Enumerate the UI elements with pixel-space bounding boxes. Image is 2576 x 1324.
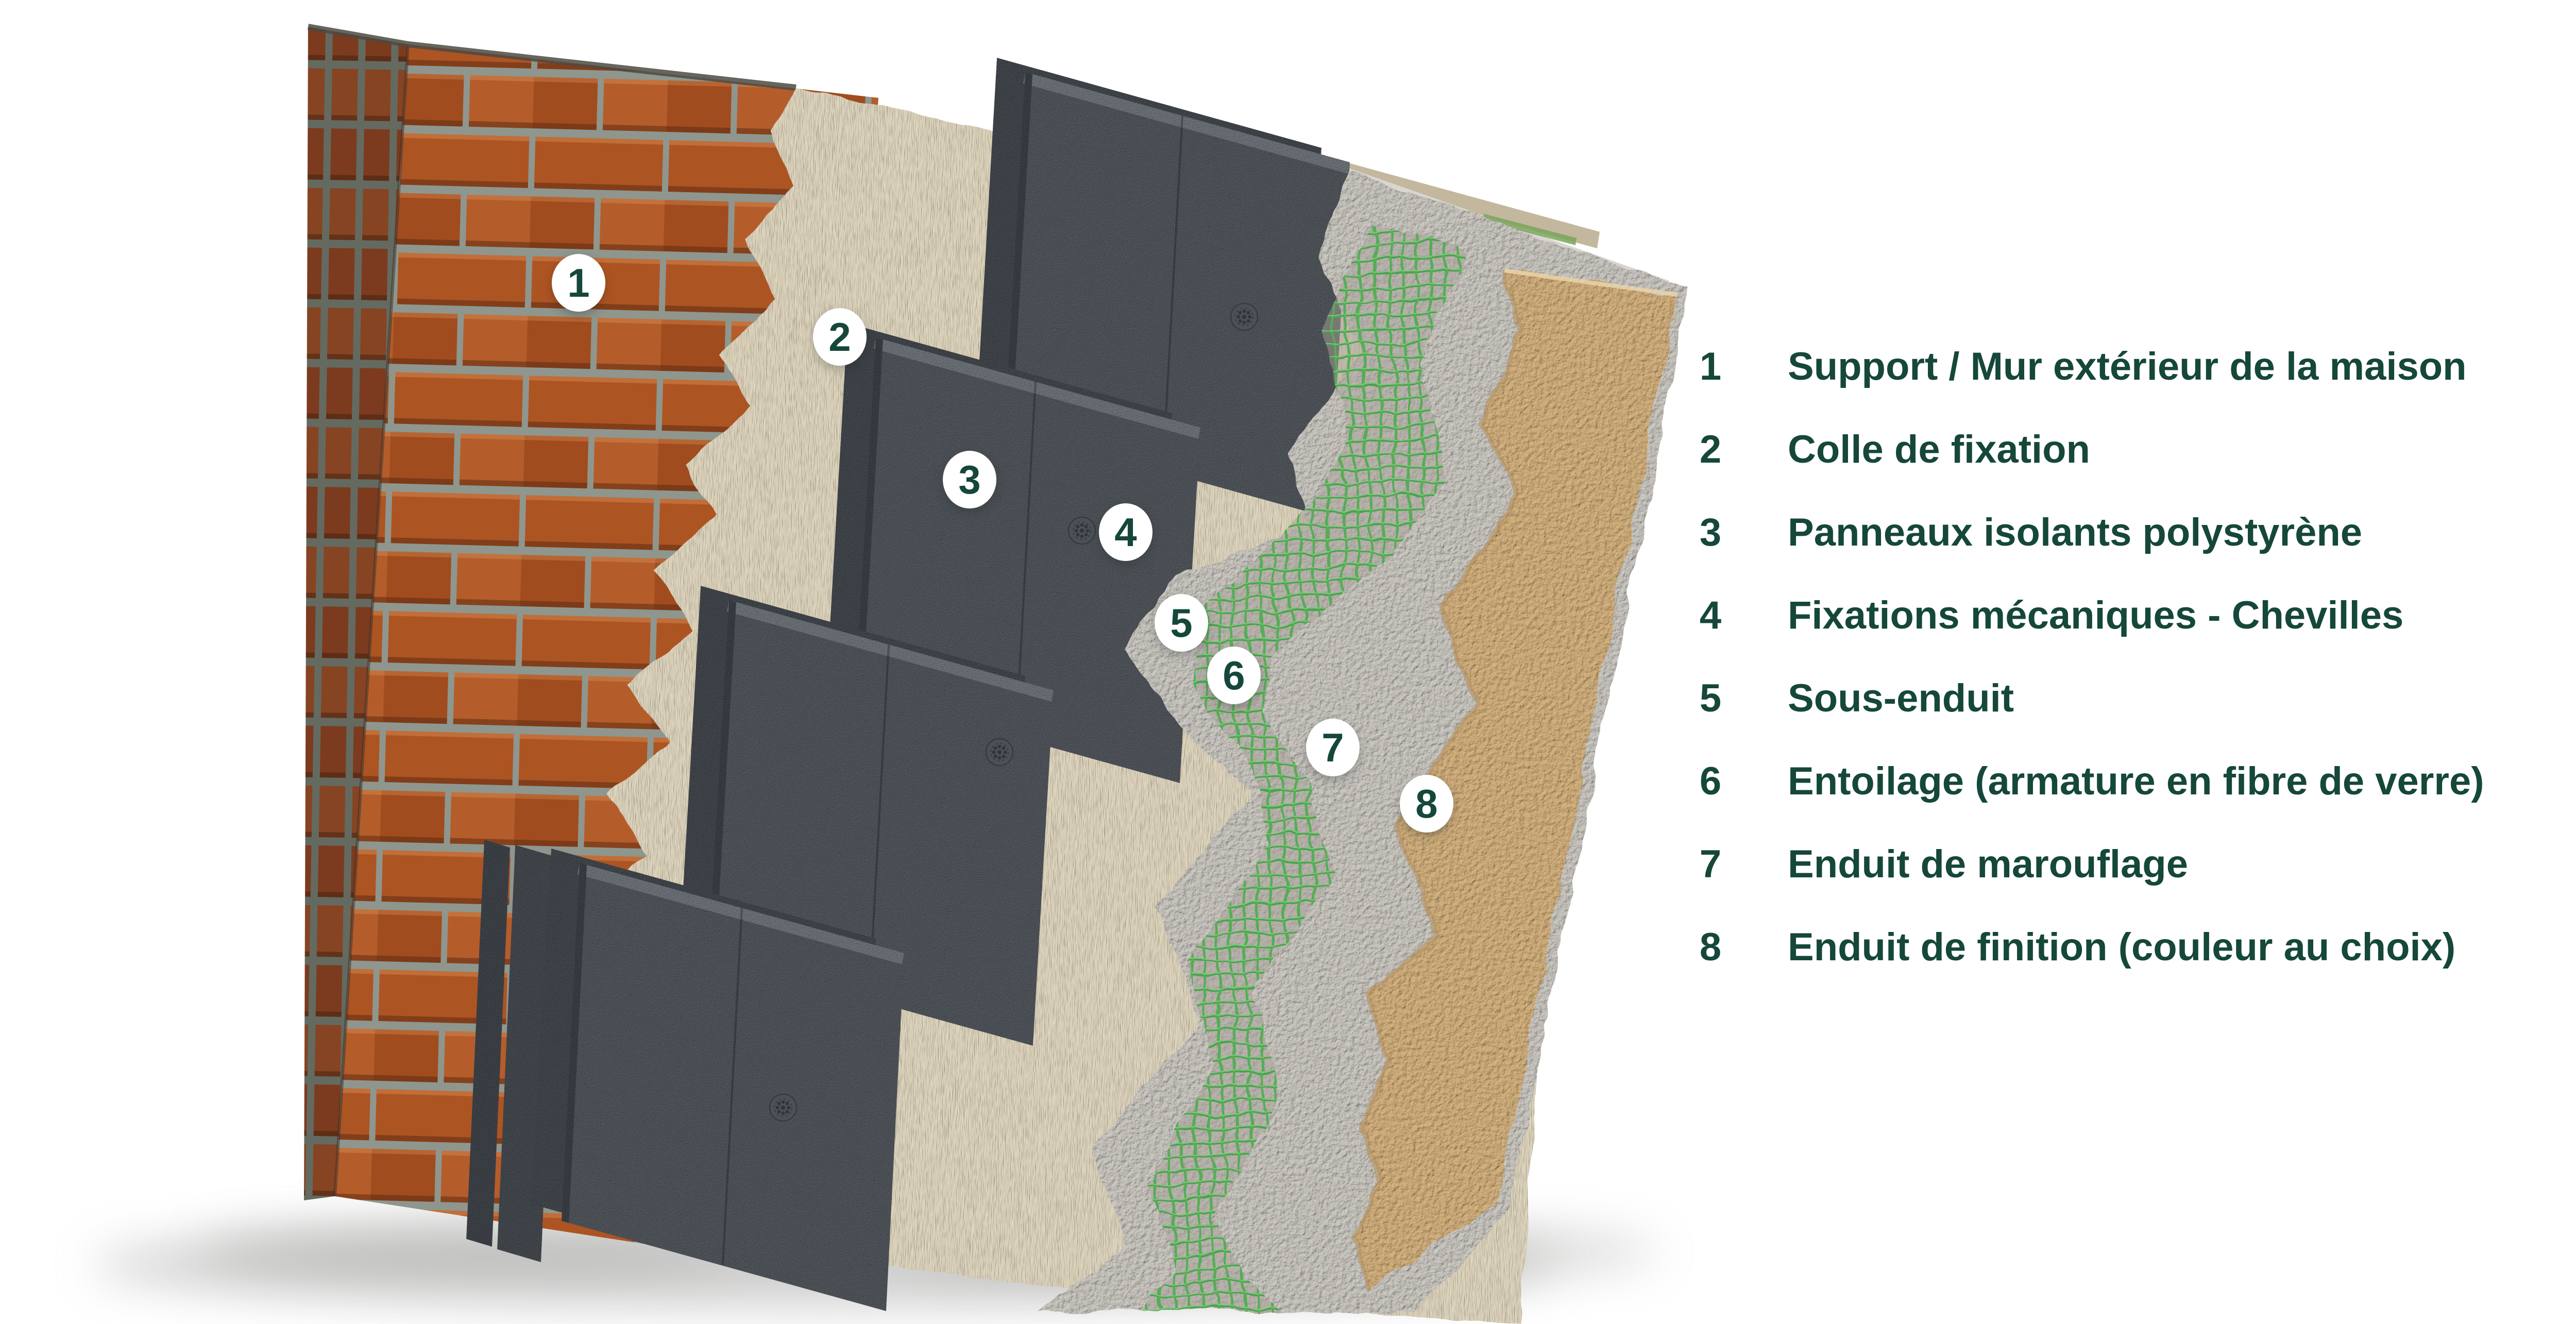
legend: 1 Support / Mur extérieur de la maison 2…	[1672, 325, 2568, 989]
legend-row: 4 Fixations mécaniques - Chevilles	[1672, 574, 2568, 657]
legend-row: 7 Enduit de marouflage	[1672, 823, 2568, 906]
legend-item-label: Support / Mur extérieur de la maison	[1788, 344, 2467, 388]
legend-item-number: 8	[1699, 925, 1722, 969]
legend-item-label: Entoilage (armature en fibre de verre)	[1788, 759, 2484, 803]
legend-item-number: 3	[1699, 510, 1722, 554]
cheville-fixing-icon	[985, 738, 1014, 767]
legend-item-label: Panneaux isolants polystyrène	[1788, 510, 2363, 554]
legend-row: 5 Sous-enduit	[1672, 657, 2568, 740]
legend-item-label: Enduit de finition (couleur au choix)	[1788, 925, 2456, 969]
legend-row: 6 Entoilage (armature en fibre de verre)	[1672, 740, 2568, 823]
legend-item-number: 1	[1699, 344, 1722, 388]
legend-row: 2 Colle de fixation	[1672, 408, 2568, 491]
legend-item-number: 2	[1699, 427, 1722, 471]
legend-row: 3 Panneaux isolants polystyrène	[1672, 491, 2568, 574]
legend-item-number: 5	[1699, 676, 1722, 720]
cheville-fixing-icon	[1067, 516, 1096, 545]
mechanical-fixings	[769, 302, 1259, 1122]
legend-item-number: 6	[1699, 759, 1722, 803]
legend-row: 1 Support / Mur extérieur de la maison	[1672, 325, 2568, 408]
legend-item-label: Sous-enduit	[1788, 676, 2014, 720]
legend-item-label: Colle de fixation	[1788, 427, 2090, 471]
legend-item-label: Fixations mécaniques - Chevilles	[1788, 593, 2404, 637]
cheville-fixing-icon	[769, 1093, 798, 1122]
legend-item-label: Enduit de marouflage	[1788, 842, 2188, 886]
finish-coat-layer	[1350, 268, 1677, 1292]
insulation-panels-layer	[466, 58, 1350, 1311]
fiberglass-mesh-layer	[1141, 224, 1468, 1311]
legend-row: 8 Enduit de finition (couleur au choix)	[1672, 906, 2568, 989]
legend-item-number: 4	[1699, 593, 1722, 637]
cheville-fixing-icon	[1230, 302, 1259, 331]
legend-item-number: 7	[1699, 842, 1722, 886]
